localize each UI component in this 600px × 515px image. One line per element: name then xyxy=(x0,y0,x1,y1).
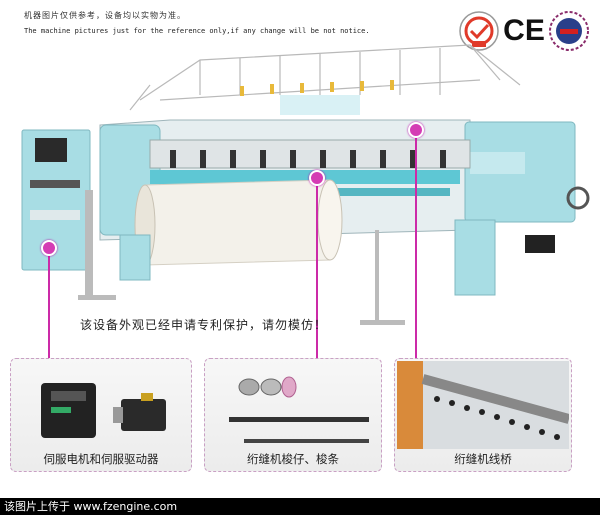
callout-line-servo xyxy=(48,248,50,358)
sgs-quality-seal-icon xyxy=(458,10,500,52)
callout-line-thread-bridge xyxy=(415,134,417,358)
panel-caption-servo: 伺服电机和伺服驱动器 xyxy=(43,452,159,466)
shuttle-and-bar-image xyxy=(229,376,369,443)
thread-rack xyxy=(129,44,521,111)
callout-dot-shuttle xyxy=(309,170,325,186)
disclaimer-en: The machine pictures just for the refere… xyxy=(24,27,370,35)
thread-bridge-image xyxy=(397,361,569,449)
upload-watermark-footer: 该图片上传于 www.fzengine.com xyxy=(0,498,600,515)
panel-caption-thread-bridge: 绗缝机线桥 xyxy=(454,452,512,466)
quilting-machine-illustration xyxy=(21,44,590,325)
disclaimer-cn: 机器图片仅供参考，设备均以实物为准。 xyxy=(24,11,186,20)
servo-drive-and-motor-image xyxy=(41,383,166,438)
certification-badge-icon xyxy=(548,10,590,52)
callout-dot-thread-bridge xyxy=(408,122,424,138)
panel-thread-bridge: 绗缝机线桥 xyxy=(394,358,572,472)
callout-dot-servo xyxy=(41,240,57,256)
panel-caption-shuttle: 绗缝机梭仔、梭条 xyxy=(247,452,339,466)
panel-shuttle: 绗缝机梭仔、梭条 xyxy=(204,358,382,472)
callout-line-shuttle xyxy=(316,180,318,358)
panel-servo-motor: 伺服电机和伺服驱动器 xyxy=(10,358,192,472)
ce-mark-icon: CE xyxy=(503,14,545,47)
patent-notice: 该设备外观已经申请专利保护，请勿模仿！ xyxy=(80,318,328,332)
